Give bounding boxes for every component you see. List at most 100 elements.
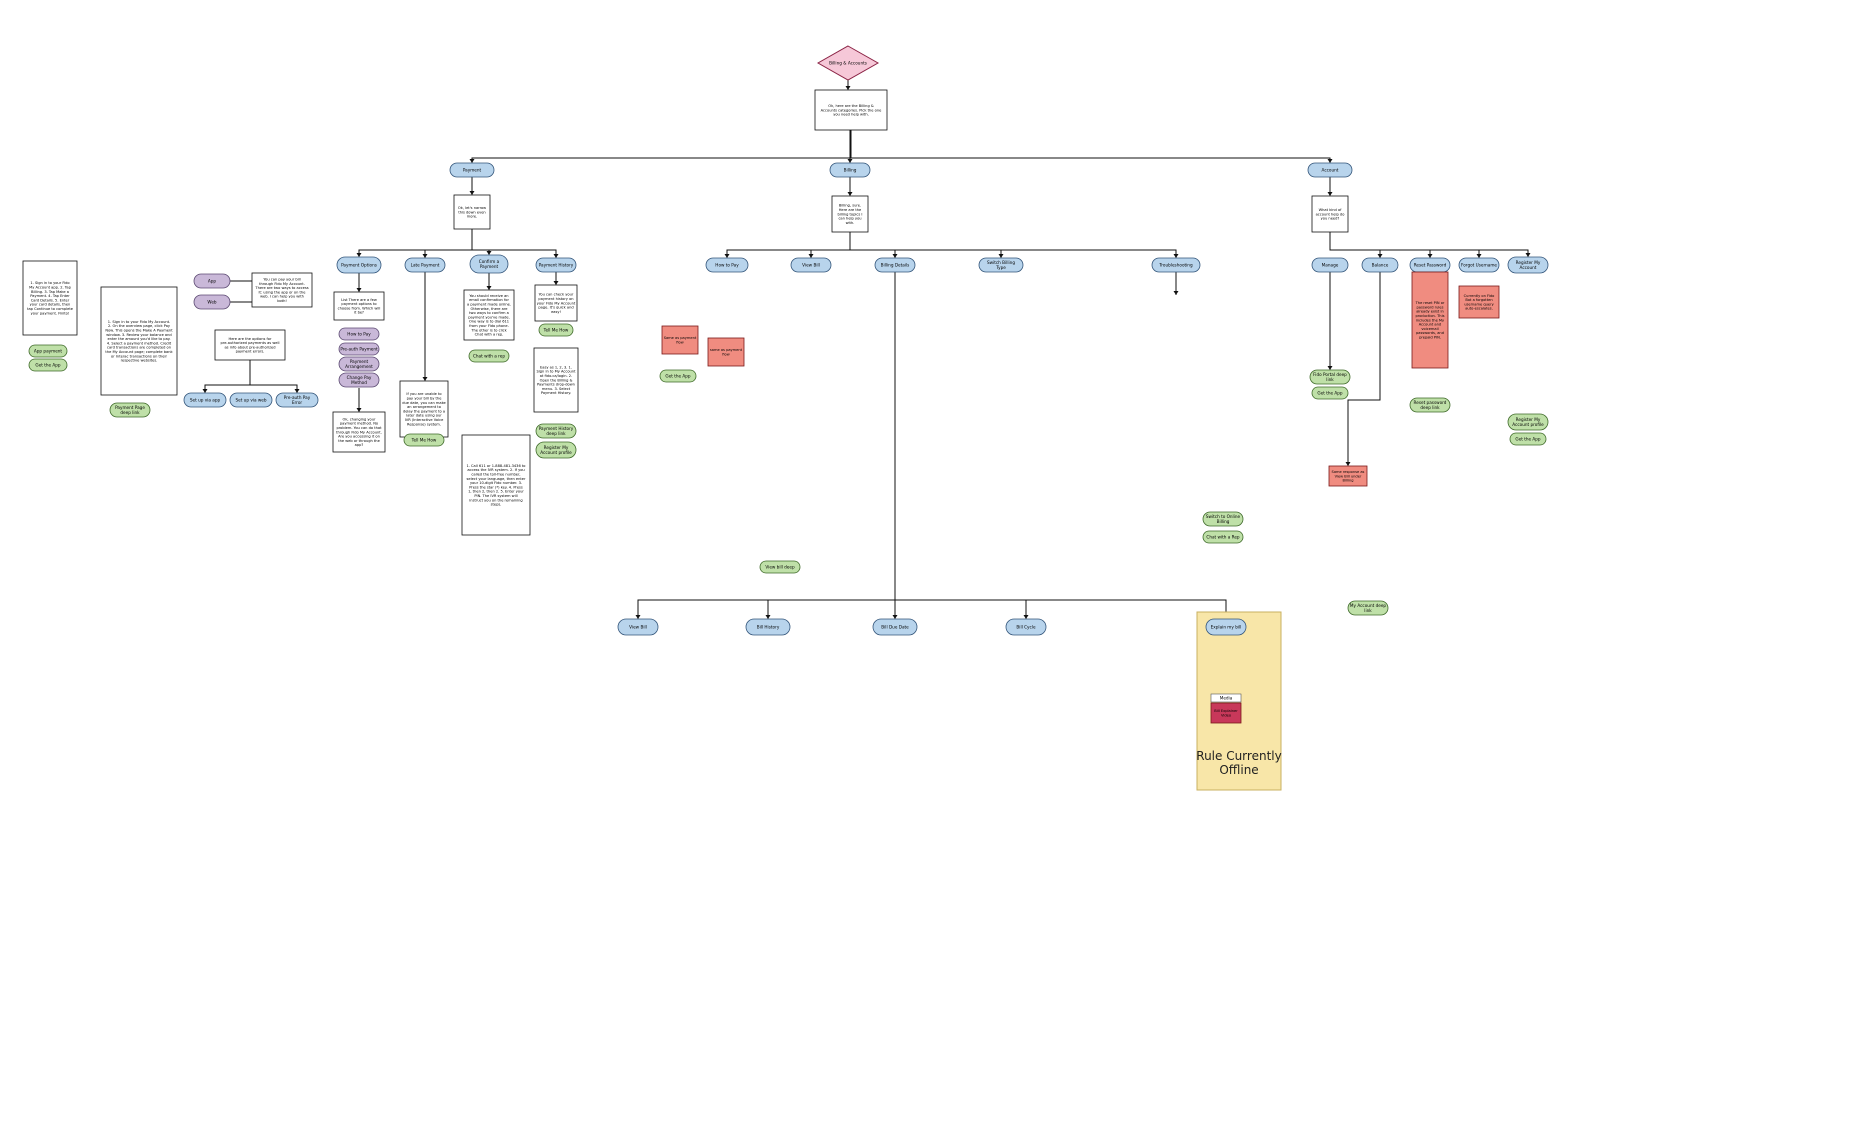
main-explain-label: Explain my bill <box>1211 624 1242 629</box>
btn-app-payment-label: App payment <box>34 348 63 353</box>
late-payment-node[interactable]: Late Payment <box>404 257 446 273</box>
btn-view-bill-deep-node[interactable]: View bill deep <box>759 560 801 574</box>
web-pay-left-node[interactable]: Web <box>193 294 231 310</box>
balance-node[interactable]: Balance <box>1361 257 1399 273</box>
main-view-bill-node[interactable]: View Bill <box>617 618 659 636</box>
btn-get-app-1-label: Get the App <box>35 362 61 367</box>
balance-label: Balance <box>1372 262 1389 267</box>
btn-tell-me-how-node[interactable]: Tell Me How <box>403 433 445 447</box>
btn-chat-rep-2-label: Chat with a Rep <box>1206 534 1240 539</box>
btn-view-bill-deep-label: View bill deep <box>765 564 795 569</box>
payment-history-label: Payment History <box>539 262 574 267</box>
btn-get-app-center-node[interactable]: Get the App <box>659 369 697 383</box>
main-bill-cycle-node[interactable]: Bill Cycle <box>1005 618 1047 636</box>
btn-chat-rep-1-node[interactable]: Chat with a rep <box>468 349 510 363</box>
setup-app-node[interactable]: Set up via app <box>183 392 227 408</box>
payment-node[interactable]: Payment <box>449 162 495 178</box>
pay-options-node[interactable]: Payment Options <box>336 256 382 274</box>
main-bill-cycle-label: Bill Cycle <box>1016 624 1036 629</box>
view-bill-top-node[interactable]: View Bill <box>790 257 832 273</box>
btn-tell-me-how-label: Tell Me How <box>411 437 437 442</box>
btn-tell-me-history-node[interactable]: Tell Me How <box>538 323 574 337</box>
btn-get-app-far-node[interactable]: Get the App <box>1509 432 1547 446</box>
late-payment-label: Late Payment <box>411 262 440 267</box>
pay-options-label: Payment Options <box>341 262 377 267</box>
pre-auth-opt-node[interactable]: Pre-auth Payment <box>338 342 380 356</box>
main-bill-history-node[interactable]: Bill History <box>745 618 791 636</box>
btn-app-payment-node[interactable]: App payment <box>28 344 68 358</box>
main-explain-node[interactable]: Explain my bill <box>1205 618 1247 636</box>
setup-app-label: Set up via app <box>190 397 221 402</box>
payment-label: Payment <box>463 167 482 172</box>
reset-password-node[interactable]: Reset Password <box>1409 257 1451 273</box>
billing-label: Billing <box>844 167 857 172</box>
billing-details-node[interactable]: Billing Details <box>874 257 916 273</box>
account-node[interactable]: Account <box>1307 162 1353 178</box>
btn-get-app-center-label: Get the App <box>665 373 691 378</box>
btn-get-app-right-node[interactable]: Get the App <box>1311 386 1349 400</box>
setup-web-node[interactable]: Set up via web <box>229 392 273 408</box>
history-steps-label: Easy as 1, 2, 3. 1.Sign in to My Account… <box>536 365 576 395</box>
billing-node[interactable]: Billing <box>829 162 871 178</box>
how-to-pay-node[interactable]: How to Pay <box>705 257 749 273</box>
btn-chat-rep-2-node[interactable]: Chat with a Rep <box>1202 530 1244 544</box>
btn-get-app-right-label: Get the App <box>1317 390 1343 395</box>
btn-get-app-1-node[interactable]: Get the App <box>28 358 68 372</box>
account-label: Account <box>1322 167 1339 172</box>
media-template-node: Media <box>1210 693 1242 703</box>
troubleshooting-node[interactable]: Troubleshooting <box>1151 257 1201 273</box>
main-bill-due-node[interactable]: Bill Due Date <box>872 618 918 636</box>
pre-auth-opt-label: Pre-auth Payment <box>340 346 378 351</box>
how-to-pay-opt-node[interactable]: How to Pay <box>338 327 380 341</box>
troubleshooting-label: Troubleshooting <box>1158 262 1193 267</box>
payment-history-node[interactable]: Payment History <box>535 257 577 273</box>
app-pay-left-node[interactable]: App <box>193 273 231 289</box>
steps-web-pay-label: 1. Sign in to your Fido My Account.2. On… <box>105 320 173 363</box>
manage-node[interactable]: Manage <box>1311 257 1349 273</box>
main-bill-due-label: Bill Due Date <box>881 624 909 629</box>
forgot-username-node[interactable]: Forgot Username <box>1458 257 1500 273</box>
btn-get-app-far-label: Get the App <box>1515 436 1541 441</box>
